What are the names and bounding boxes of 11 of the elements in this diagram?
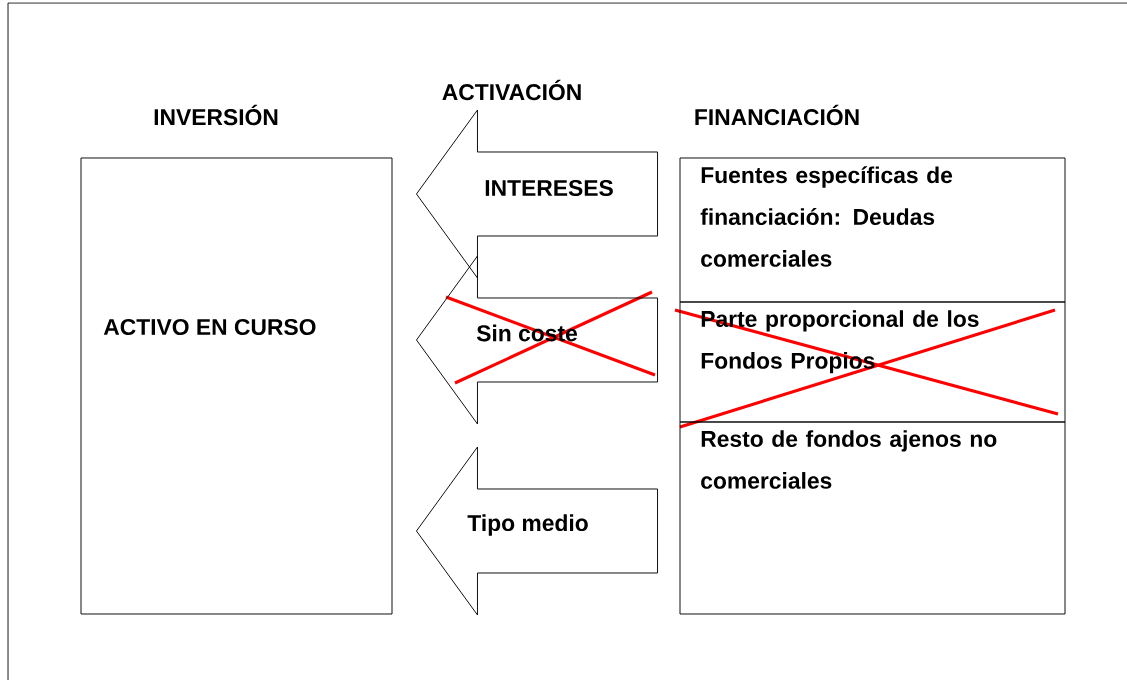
block-arrow	[416, 446, 658, 616]
edge-label: Tipo medio	[467, 514, 588, 536]
block-arrow	[416, 255, 658, 425]
content-box: Resto de fondos ajenos no comerciales	[679, 421, 1066, 615]
box-heading: INVERSIÓN	[154, 104, 278, 126]
edge-label: INTERESES	[485, 179, 613, 197]
content-box: ACTIVO EN CURSO	[80, 157, 393, 615]
block-arrow	[416, 109, 658, 279]
content-box: Fuentes específicas de financiación: Deudas comerciales	[679, 157, 1066, 303]
column-heading: ACTIVACIÓN	[442, 79, 581, 101]
column-heading: FINANCIACIÓN	[695, 104, 859, 126]
